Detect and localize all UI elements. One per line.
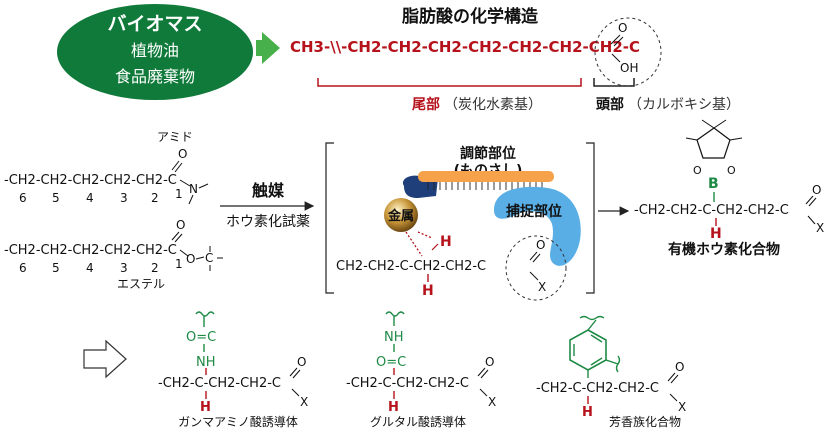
- head-label: 頭部: [596, 96, 624, 113]
- product-o: O: [812, 183, 821, 197]
- svg-text:3: 3: [120, 261, 128, 275]
- capture-site-shape: [494, 186, 581, 266]
- svg-text:6: 6: [19, 261, 27, 275]
- substrate-amide: アミド O -CH2-CH2-CH2-CH2-CH2-C N 6 5 4 3 2…: [4, 130, 209, 205]
- fatty-acid-title: 脂肪酸の化学構造: [402, 6, 539, 27]
- benzene-ring: [569, 329, 607, 371]
- head-bracket: [593, 78, 635, 87]
- green-arrow-icon: [256, 32, 280, 64]
- tail-note: （炭化水素基）: [444, 96, 542, 113]
- product-o-right: O: [727, 164, 736, 177]
- fatty-acid-chain: CH3-\\-CH2-CH2-CH2-CH2-CH2-CH2-CH2-C: [290, 38, 640, 56]
- deriv1-o: O: [297, 355, 306, 369]
- biomass-ellipse: [57, 4, 253, 100]
- deriv3-h: H: [582, 405, 593, 420]
- biomass-title: バイオマス: [107, 13, 202, 35]
- product-chain: -CH2-CH2-C-CH2-CH2-C: [634, 203, 789, 218]
- substrate-ester: O -CH2-CH2-CH2-CH2-CH2-C O C 6 5 4 3 2 1…: [4, 218, 223, 291]
- deriv1-nh: NH: [196, 355, 216, 370]
- deriv1-label: ガンマアミノ酸誘導体: [178, 414, 298, 429]
- product-o-left: O: [693, 164, 702, 177]
- deriv1-chain: -CH2-C-CH2-CH2-C: [158, 376, 281, 391]
- deriv2-h: H: [388, 400, 399, 415]
- svg-text:4: 4: [86, 191, 94, 205]
- deriv3-o: O: [675, 360, 684, 374]
- svg-text:5: 5: [52, 191, 60, 205]
- deriv2-top: O=C: [376, 355, 406, 370]
- ester-label: エステル: [117, 277, 165, 291]
- svg-text:2: 2: [151, 191, 159, 205]
- amide-numbers: 6 5 4 3 2 1: [19, 187, 183, 205]
- regulator-ticks: [427, 182, 543, 190]
- svg-text:2: 2: [151, 261, 159, 275]
- amide-n: N: [189, 182, 198, 196]
- amide-chain: -CH2-CH2-CH2-CH2-CH2-C: [4, 173, 177, 188]
- left-square-bracket: [325, 142, 334, 294]
- fatty-acid-oxo: O: [618, 21, 627, 35]
- product-group: O O B -CH2-CH2-C-CH2-CH2-C H O X 有機ホウ素化合…: [634, 119, 824, 258]
- head-circle: [594, 17, 662, 87]
- biomass-line2: 食品廃棄物: [115, 67, 195, 86]
- deriv2-o: O: [485, 355, 494, 369]
- deriv2-nh: NH: [384, 330, 404, 345]
- deriv1-h: H: [200, 400, 211, 415]
- regulator-bar: [418, 171, 554, 182]
- deriv3-chain: -CH2-C-CH2-CH2-C: [536, 381, 659, 396]
- metal-label: 金属: [387, 208, 414, 224]
- right-square-bracket: [586, 142, 595, 294]
- fatty-acid-oh: OH: [620, 61, 638, 75]
- biomass-group: バイオマス 植物油 食品廃棄物: [57, 4, 253, 100]
- svg-text:3: 3: [120, 191, 128, 205]
- amide-o: O: [178, 147, 187, 161]
- product-label: 有機ホウ素化合物: [668, 241, 780, 258]
- amide-label: アミド: [157, 130, 193, 144]
- metal-ball: [384, 198, 418, 232]
- svg-text:1: 1: [175, 257, 183, 271]
- catalyst-h-top: H: [440, 234, 452, 250]
- catalyst-head-circle: [505, 235, 567, 301]
- derivative-glutaric: NH O=C -CH2-C-CH2-CH2-C H O X グルタル酸誘導体: [346, 311, 496, 429]
- catalyst-h-bottom: H: [422, 283, 434, 299]
- deriv2-chain: -CH2-C-CH2-CH2-C: [346, 376, 469, 391]
- catalyst-x: X: [538, 280, 546, 294]
- reaction-arrow-group: 触媒 ホウ素化試薬: [220, 181, 315, 230]
- ester-o-top: O: [176, 218, 185, 232]
- catalyst-label: 触媒: [251, 181, 285, 200]
- product-boron: B: [708, 176, 719, 192]
- derivative-gamma-amino: O=C NH -CH2-C-CH2-CH2-C H O X ガンマアミノ酸誘導体: [158, 311, 308, 429]
- catalyst-model-group: 調節部位 (ものさし) 捕捉部位 金属 H CH2-CH2-C-CH2: [325, 142, 595, 301]
- ester-numbers: 6 5 4 3 2 1: [19, 257, 183, 275]
- deriv1-x: X: [300, 395, 308, 409]
- fatty-acid-group: 脂肪酸の化学構造 CH3-\\-CH2-CH2-CH2-CH2-CH2-CH2-…: [290, 6, 740, 113]
- reagent-label: ホウ素化試薬: [226, 214, 310, 230]
- svg-text:1: 1: [175, 187, 183, 201]
- catalyst-chain: CH2-CH2-C-CH2-CH2-C: [336, 259, 486, 274]
- derivative-aromatic: -CH2-C-CH2-CH2-C H O X 芳香族化合物: [536, 315, 686, 429]
- svg-text:6: 6: [19, 191, 27, 205]
- outline-arrow-icon: [83, 339, 127, 379]
- deriv3-label: 芳香族化合物: [609, 414, 681, 429]
- product-h: H: [710, 226, 722, 242]
- deriv2-label: グルタル酸誘導体: [370, 414, 466, 429]
- tail-label: 尾部: [412, 96, 440, 113]
- pinacol-ring: [696, 127, 731, 159]
- svg-text:4: 4: [86, 261, 94, 275]
- capture-label: 捕捉部位: [506, 203, 562, 220]
- ester-chain: -CH2-CH2-CH2-CH2-CH2-C: [4, 243, 177, 258]
- ester-c: C: [205, 251, 213, 265]
- regulator-label: 調節部位: [460, 145, 516, 162]
- biomass-line1: 植物油: [131, 41, 179, 60]
- catalyst-o: O: [536, 238, 545, 252]
- deriv1-top: O=C: [186, 330, 216, 345]
- svg-text:5: 5: [52, 261, 60, 275]
- product-x: X: [816, 221, 824, 235]
- deriv2-x: X: [488, 395, 496, 409]
- head-note: （カルボキシ基）: [628, 96, 740, 113]
- ester-o-side: O: [186, 252, 195, 266]
- tail-bracket: [317, 78, 582, 87]
- deriv3-x: X: [678, 400, 686, 414]
